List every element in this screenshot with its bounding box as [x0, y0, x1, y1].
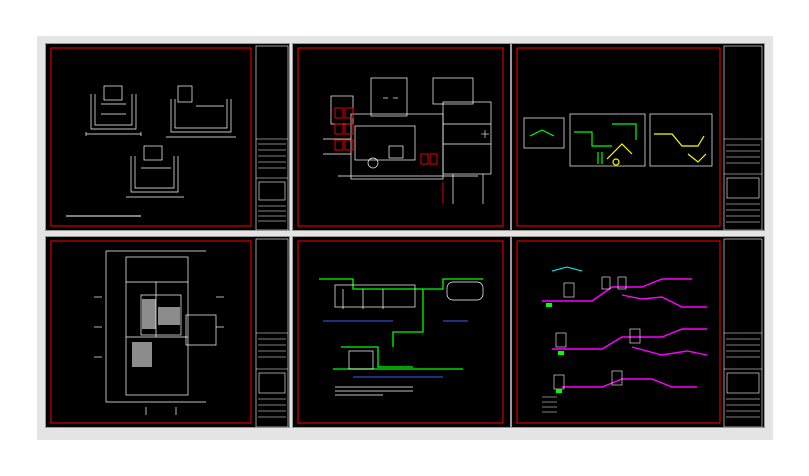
drawing-sheet-schematic[interactable]	[511, 43, 765, 231]
plan-fill	[132, 299, 180, 367]
title-block	[723, 238, 763, 427]
building-plan	[323, 77, 492, 204]
profile-structures	[334, 281, 484, 396]
green-pipes	[319, 278, 483, 370]
sheet-5-drawing	[297, 240, 504, 424]
green-markers	[546, 303, 564, 393]
drawing-sheet-piping-profile[interactable]	[292, 236, 511, 428]
floor-plan-walls	[94, 250, 224, 415]
title-block	[723, 45, 763, 230]
cyan-lines	[551, 266, 583, 272]
drawing-sheet-floor-plan[interactable]	[45, 236, 290, 428]
sheet-2-drawing	[297, 47, 504, 227]
section-b	[166, 85, 236, 138]
layout-sheet-area	[37, 36, 773, 440]
title-block	[255, 238, 289, 427]
yellow-lines	[606, 133, 707, 166]
drawing-sheet-equipment-plan[interactable]	[292, 43, 511, 231]
sheet-1-drawing	[50, 45, 289, 230]
sheet-6-drawing	[516, 238, 763, 427]
title-block	[255, 45, 289, 230]
schematic-boxes	[523, 113, 713, 167]
drawing-sheet-section-details[interactable]	[45, 43, 290, 231]
magenta-pipes	[542, 278, 708, 388]
drawing-sheet-piping-diagram[interactable]	[511, 236, 765, 428]
section-c	[126, 145, 184, 198]
blue-lines	[323, 320, 468, 378]
legend	[542, 396, 557, 413]
section-a	[85, 85, 142, 136]
sheet-4-drawing	[50, 238, 289, 427]
green-lines	[529, 123, 637, 164]
tank-outlines	[334, 107, 444, 204]
sheet-3-drawing	[516, 45, 763, 230]
equipment-symbols	[553, 276, 641, 390]
